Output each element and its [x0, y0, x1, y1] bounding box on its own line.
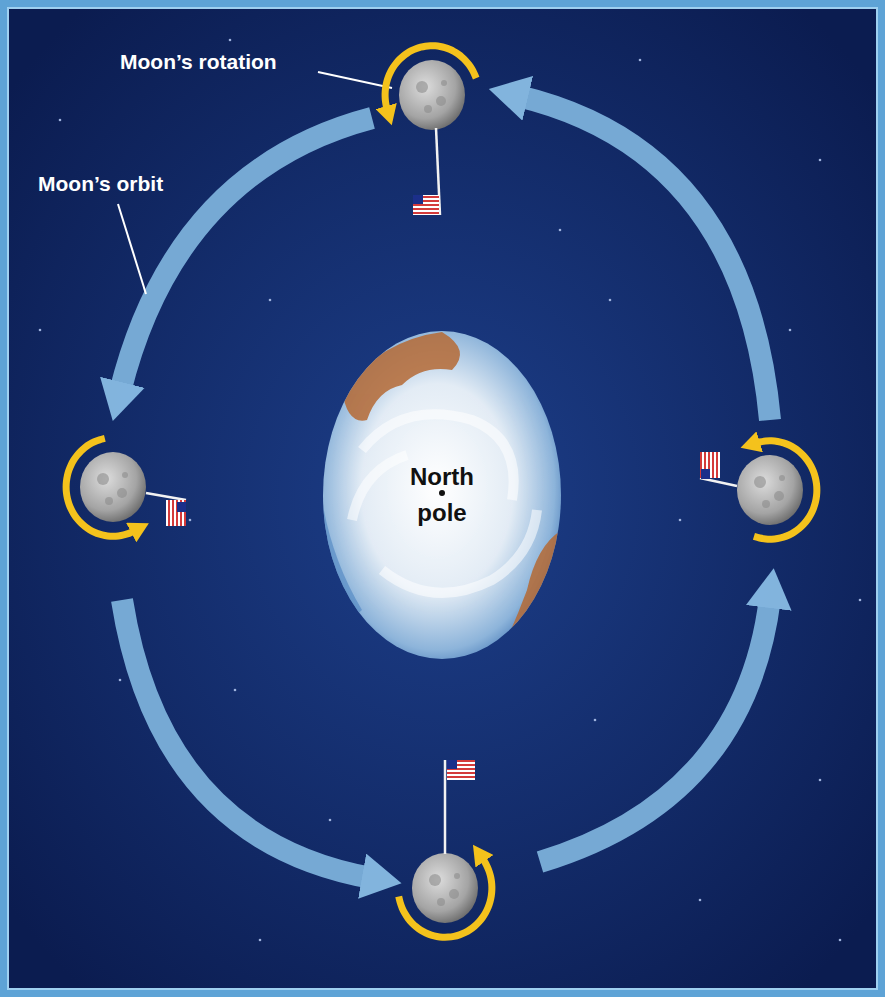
star: [789, 329, 792, 332]
orbit-arrow: [122, 600, 372, 878]
callout-label: Moon’s orbit: [38, 172, 163, 196]
moon-body: [737, 455, 803, 525]
moon: [385, 46, 476, 215]
crater: [441, 80, 447, 86]
moon-body: [399, 60, 465, 130]
star: [329, 819, 332, 822]
earth-land: [322, 332, 562, 660]
flag-pole: [444, 760, 447, 854]
orbit-arrow: [518, 96, 770, 420]
crater: [97, 473, 109, 485]
stars: [39, 39, 862, 942]
star: [699, 899, 702, 902]
flag-pole: [146, 493, 186, 500]
star: [609, 299, 612, 302]
flag-canton: [701, 469, 710, 479]
moon-body: [412, 853, 478, 923]
star: [119, 679, 122, 682]
flag: [166, 500, 186, 526]
moon-body: [80, 452, 146, 522]
flag-canton: [447, 760, 457, 769]
crater: [774, 491, 784, 501]
crater: [437, 898, 445, 906]
star: [859, 599, 862, 602]
star: [594, 719, 597, 722]
moon-orbit: [120, 96, 770, 878]
star: [819, 779, 822, 782]
callout-label: Moon’s rotation: [120, 50, 277, 74]
flag-canton: [413, 195, 423, 204]
star: [259, 939, 262, 942]
star: [679, 519, 682, 522]
flag: [447, 760, 475, 780]
leader-line: [118, 204, 146, 294]
flag-canton: [177, 502, 186, 512]
earth-node: North pole: [322, 330, 562, 660]
earth-globe: [322, 330, 562, 660]
star: [819, 159, 822, 162]
crater: [779, 475, 785, 481]
crater: [429, 874, 441, 886]
crater: [436, 96, 446, 106]
crater: [754, 476, 766, 488]
crater: [416, 81, 428, 93]
crater: [105, 497, 113, 505]
star: [559, 229, 562, 232]
moon: [399, 760, 492, 937]
star: [59, 119, 62, 122]
flag: [413, 195, 439, 215]
star: [189, 519, 192, 522]
moon: [66, 438, 186, 536]
star: [639, 59, 642, 62]
pole-dot: [439, 490, 445, 496]
crater: [117, 488, 127, 498]
star: [269, 299, 272, 302]
crater: [122, 472, 128, 478]
space-background: [8, 8, 877, 989]
star: [839, 939, 842, 942]
earth-clouds: [352, 414, 537, 593]
crater: [424, 105, 432, 113]
flag-pole: [700, 478, 737, 486]
crater: [449, 889, 459, 899]
orbit-arrow: [540, 598, 770, 862]
crater: [454, 873, 460, 879]
star: [39, 329, 42, 332]
leader-line: [318, 72, 392, 88]
crater: [762, 500, 770, 508]
node-label: North pole: [402, 459, 482, 531]
orbit-arrow: [120, 118, 372, 392]
moon: [700, 441, 817, 539]
moons: [66, 46, 817, 937]
flag: [700, 452, 720, 478]
star: [234, 689, 237, 692]
earth-body: [323, 331, 561, 659]
star: [229, 39, 232, 42]
